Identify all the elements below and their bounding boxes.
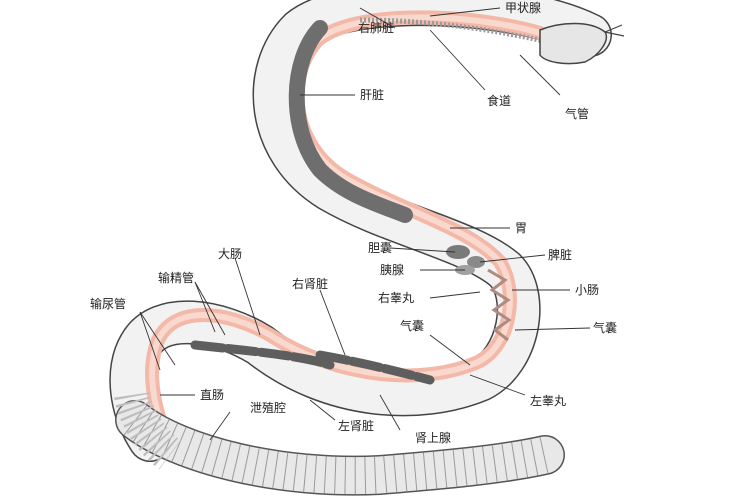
small-intestine-shape [487,268,512,342]
label-adrenal-gland: 肾上腺 [415,431,451,445]
label-large-intestine: 大肠 [218,247,242,261]
label-pancreas: 胰腺 [380,263,404,277]
label-cloaca: 泄殖腔 [250,400,286,415]
liver-shape [288,20,413,223]
kidney-shapes [190,340,435,385]
label-air-sac-right: 气囊 [593,320,617,335]
label-rectum: 直肠 [200,388,224,402]
label-left-kidney: 左肾脏 [338,418,374,433]
label-esophagus: 食道 [487,93,511,108]
label-right-lung: 右肺脏 [358,20,394,35]
label-gallbladder: 胆囊 [368,240,392,255]
snake-tongue [604,24,625,37]
label-right-testis: 右睾丸 [378,290,414,305]
leader-lines [139,7,591,441]
label-liver: 肝脏 [360,87,384,102]
label-ureter: 输尿管 [90,296,126,311]
snake-head [539,22,607,65]
spleen-shape [467,256,485,268]
label-thyroid: 甲状腺 [505,1,541,15]
label-vas-deferens: 输精管 [158,270,194,285]
gallbladder-shape [446,245,470,259]
label-left-testis: 左睾丸 [530,393,566,408]
label-spleen: 脾脏 [548,247,572,262]
tail-scales-fill [116,401,564,495]
label-right-kidney: 右肾脏 [292,276,328,291]
label-air-sac-left: 气囊 [400,318,424,333]
label-trachea: 气管 [565,106,589,121]
label-small-intestine: 小肠 [575,283,599,297]
trachea-shape [359,17,561,48]
label-stomach: 胃 [515,221,527,235]
